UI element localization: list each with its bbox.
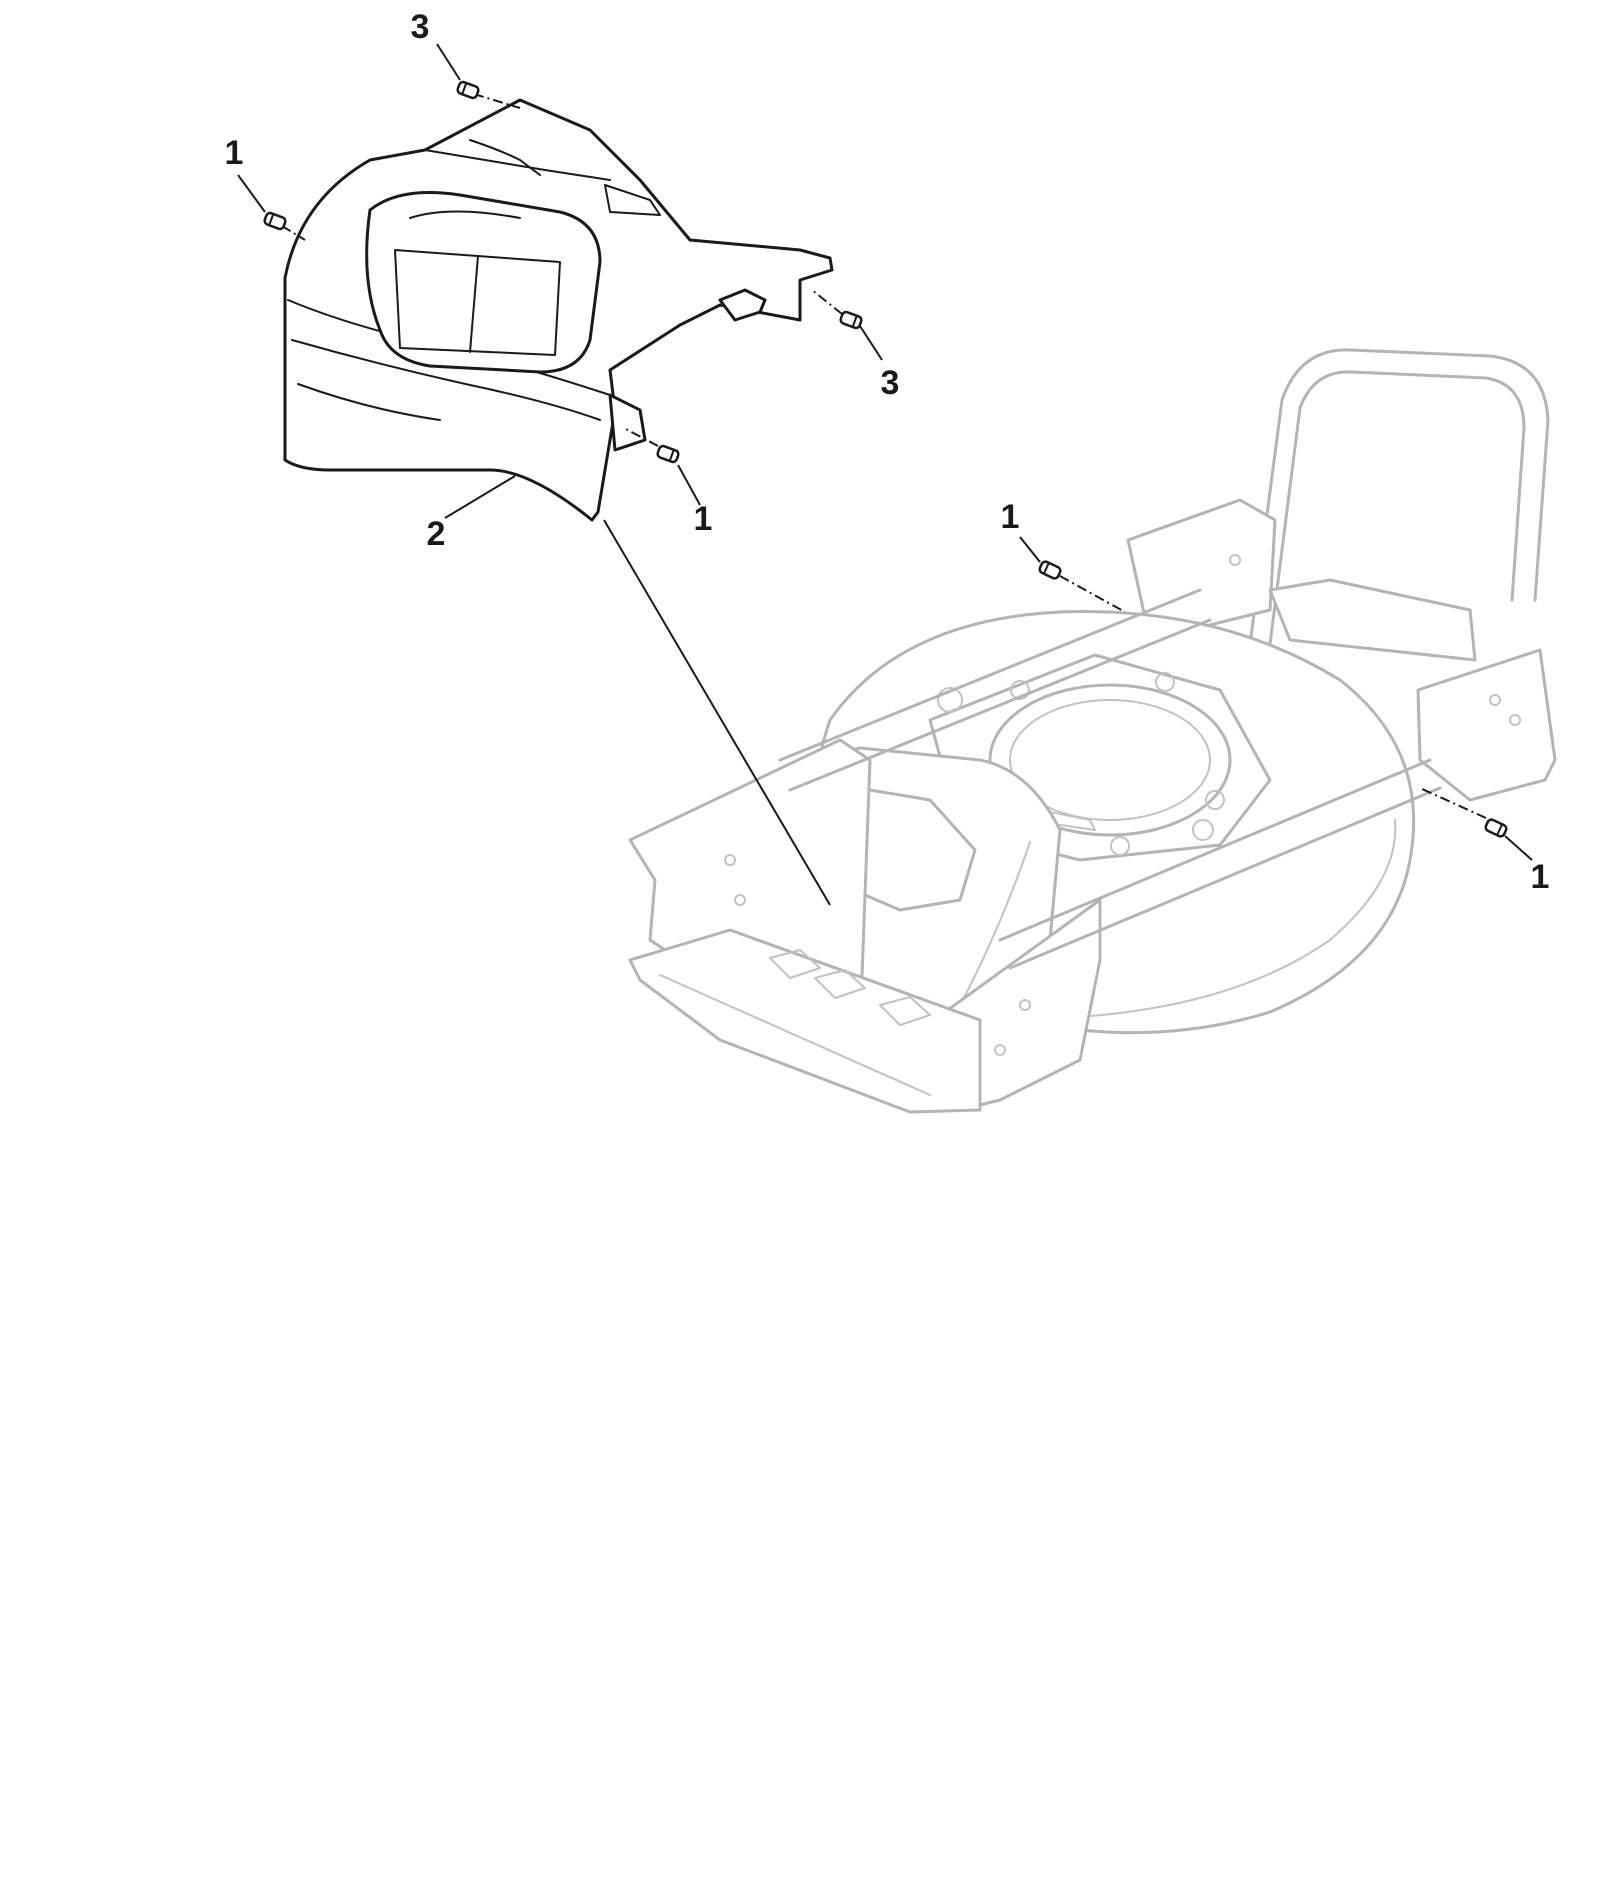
callout-1-mid: 1 <box>694 500 713 538</box>
callout-3-right: 3 <box>881 364 900 402</box>
rear-cover-part <box>283 98 834 522</box>
callout-1-deck-top: 1 <box>1001 498 1020 536</box>
screw-icon <box>656 444 680 464</box>
mower-deck-ghost <box>628 348 1557 1114</box>
screws <box>263 80 1508 838</box>
screw-icon <box>456 80 480 100</box>
callouts: 3 1 3 1 2 1 1 <box>225 8 1550 896</box>
callout-3-top: 3 <box>411 8 430 46</box>
screw-icon <box>263 211 287 231</box>
callout-2: 2 <box>427 515 446 553</box>
callout-1-left: 1 <box>225 134 244 172</box>
screw-icon <box>839 310 863 330</box>
callout-1-deck-right: 1 <box>1531 858 1550 896</box>
screw-icon <box>1038 560 1062 580</box>
screw-icon <box>1484 818 1508 838</box>
leader-lines <box>237 43 1533 906</box>
